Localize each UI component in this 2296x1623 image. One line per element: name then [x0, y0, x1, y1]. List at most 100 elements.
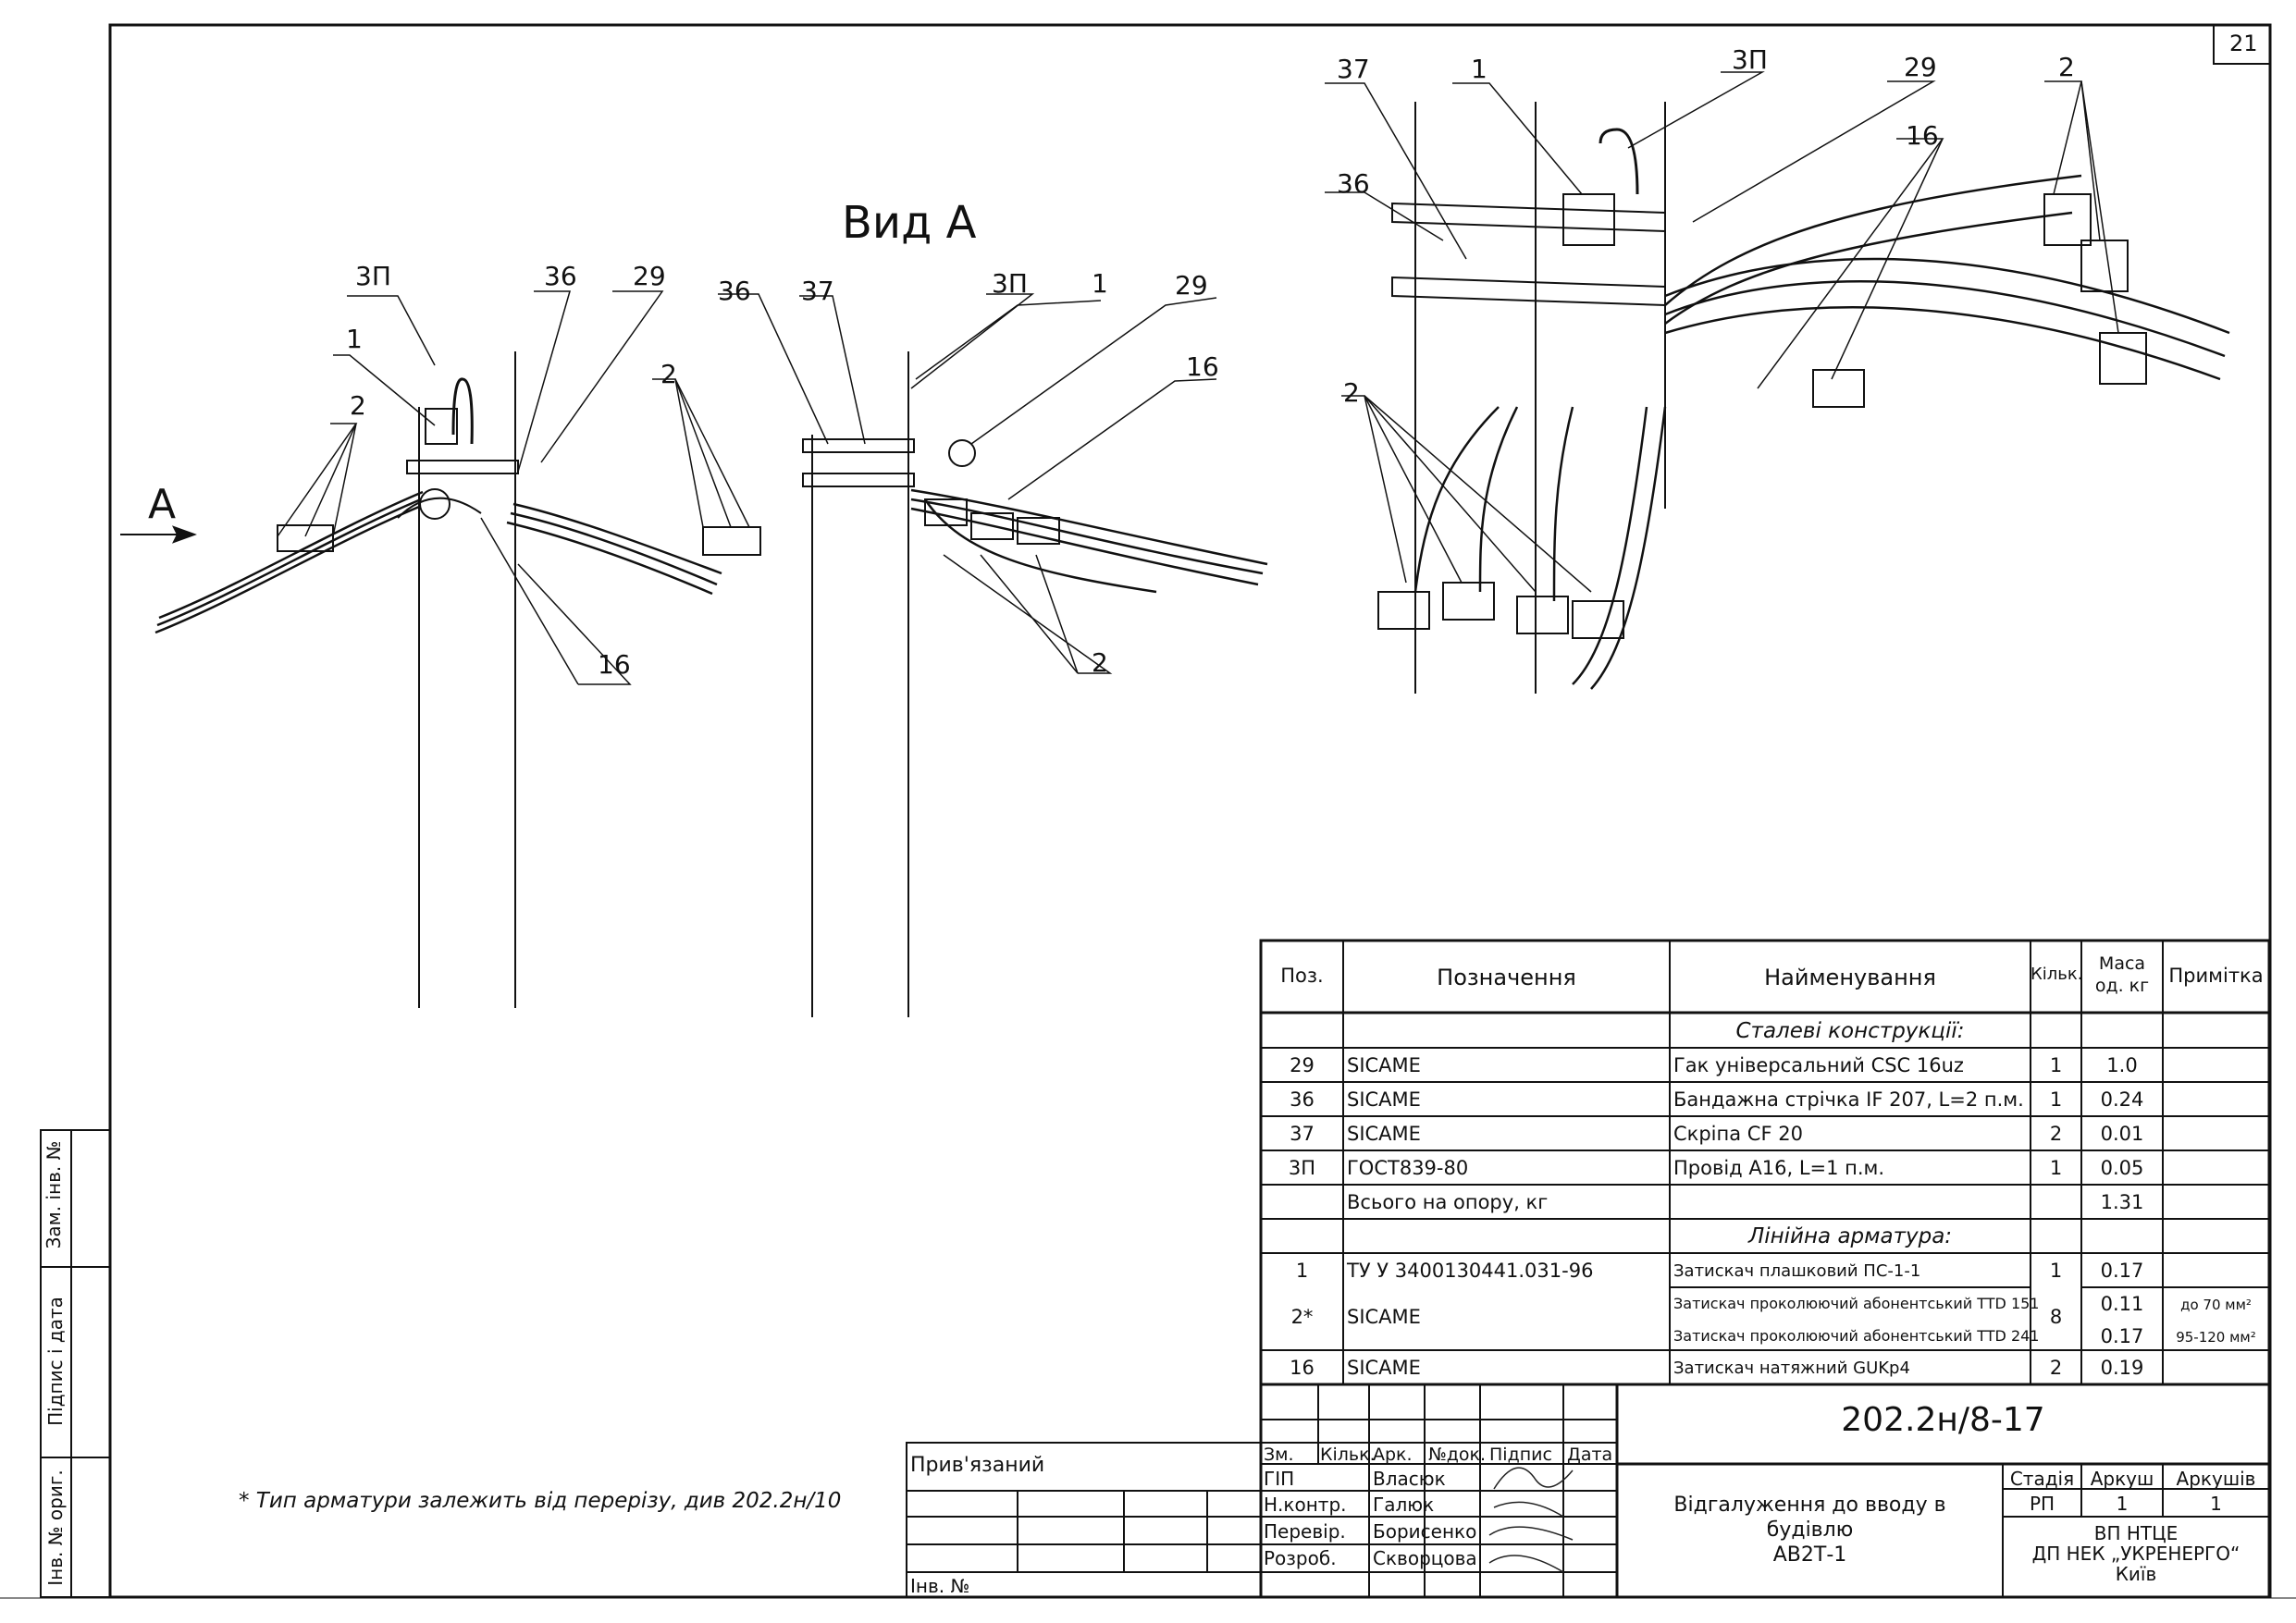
header-note: Примітка — [2168, 965, 2264, 987]
tb-sheet-label: Аркуш — [2090, 1468, 2154, 1490]
tb-col-zm: Зм. — [1264, 1445, 1294, 1465]
row-36-mass: 0.24 — [2100, 1088, 2144, 1111]
arrow-label: А — [148, 481, 177, 528]
tb-col-kilk: Кільк. — [1320, 1445, 1376, 1465]
tb-name-rozrob: Скворцова — [1373, 1547, 1477, 1569]
side-stamp-inv-orig: Інв. № ориг. — [44, 1469, 67, 1586]
tb-description-3: АВ2Т-1 — [1772, 1543, 1847, 1567]
view-title: Вид А — [842, 197, 977, 249]
tb-name-perevir: Борисенко — [1373, 1520, 1477, 1543]
row-2-qty: 8 — [2049, 1306, 2063, 1328]
row-2-name-b: Затискач проколюючий абонентський TTD 24… — [1673, 1327, 2040, 1345]
row-3p-mass: 0.05 — [2100, 1157, 2144, 1179]
signatures — [1488, 1467, 1574, 1573]
callout-right-3p: 3П — [1732, 44, 1768, 75]
row-29-designation: SICAME — [1347, 1054, 1421, 1076]
callout-mid-29: 29 — [1175, 270, 1208, 301]
callout-left-1: 1 — [346, 324, 363, 354]
side-stamp-pidpys: Підпис і дата — [44, 1297, 67, 1426]
row-29-pos: 29 — [1290, 1054, 1315, 1076]
row-1-designation: ТУ У 3400130441.031-96 — [1347, 1260, 1594, 1282]
tb-col-data: Дата — [1567, 1445, 1613, 1465]
tb-role-perevir: Перевір. — [1264, 1520, 1346, 1543]
tb-sheet: 1 — [2116, 1493, 2129, 1515]
tb-description-1: Відгалуження до вводу в — [1673, 1494, 1946, 1517]
row-16-pos: 16 — [1290, 1357, 1315, 1379]
row-2-name-a: Затискач проколюючий абонентський TTD 15… — [1673, 1295, 2040, 1312]
drawing-frame — [108, 23, 2272, 1599]
row-1-pos: 1 — [1295, 1260, 1309, 1282]
row-3p-name: Провід А16, L=1 п.м. — [1673, 1157, 1885, 1179]
row-3p-pos: 3П — [1288, 1157, 1316, 1179]
row-16-name: Затискач натяжний GUKp4 — [1673, 1359, 1910, 1378]
header-qty: Кільк. — [2031, 965, 2083, 984]
row-2-mass-a: 0.11 — [2100, 1293, 2144, 1315]
row-29-mass: 1.0 — [2106, 1054, 2138, 1076]
row-1-name: Затискач плашковий ПС-1-1 — [1673, 1261, 1921, 1281]
callout-left-36: 36 — [544, 261, 577, 291]
row-16-qty: 2 — [2049, 1357, 2063, 1379]
callout-left-29: 29 — [633, 261, 666, 291]
tb-org-1: ВП НТЦЕ — [2093, 1522, 2179, 1544]
tb-name-gip: Власюк — [1373, 1468, 1446, 1490]
page-number: 21 — [2229, 31, 2258, 56]
tb-description-2: будівлю — [1766, 1518, 1854, 1542]
inv-label: Інв. № — [910, 1575, 970, 1597]
callout-mid-1: 1 — [1092, 268, 1108, 299]
callout-right-36: 36 — [1337, 168, 1370, 199]
row-37-mass: 0.01 — [2100, 1123, 2144, 1145]
callout-left-2a: 2 — [350, 390, 366, 421]
callout-mid-2: 2 — [1092, 647, 1108, 678]
left-assembly-drawing — [120, 351, 761, 1008]
tb-col-ark: Арк. — [1373, 1445, 1413, 1465]
row-16-mass: 0.19 — [2100, 1357, 2144, 1379]
callout-leaders — [277, 71, 2119, 685]
header-name: Найменування — [1764, 965, 1936, 990]
callout-mid-3p: 3П — [992, 268, 1028, 299]
side-stamp — [40, 1129, 111, 1598]
tb-col-ndok: №док. — [1428, 1445, 1487, 1465]
row-1-mass: 0.17 — [2100, 1260, 2144, 1282]
row-37-designation: SICAME — [1347, 1123, 1421, 1145]
callout-right-37: 37 — [1337, 54, 1370, 84]
header-mass: Маса од. кг — [2094, 953, 2150, 996]
title-block-grid — [906, 1383, 2271, 1599]
right-isometric-drawing — [1377, 102, 2230, 694]
callout-mid-36: 36 — [718, 276, 751, 306]
row-29-name: Гак універсальний CSC 16uz — [1673, 1054, 1964, 1076]
page-number-box — [2213, 24, 2271, 65]
row-3p-qty: 1 — [2049, 1157, 2063, 1179]
row-36-name: Бандажна стрічка IF 207, L=2 п.м. — [1673, 1088, 2024, 1111]
header-pos: Поз. — [1280, 965, 1324, 987]
callout-left-2b: 2 — [660, 359, 677, 389]
row-1-qty: 1 — [2049, 1260, 2063, 1282]
row-2-pos: 2* — [1290, 1306, 1314, 1328]
tb-org-2: ДП НЕК „УКРЕНЕРГО“ — [2031, 1543, 2240, 1565]
row-37-name: Скріпа CF 20 — [1673, 1123, 1803, 1145]
footnote: * Тип арматури залежить від перерізу, ди… — [239, 1489, 842, 1513]
callout-right-2b: 2 — [1343, 377, 1360, 408]
row-3p-designation: ГОСТ839-80 — [1347, 1157, 1469, 1179]
tb-col-pidpys: Підпис — [1489, 1445, 1552, 1465]
callout-right-29: 29 — [1904, 52, 1937, 82]
tb-sheets: 1 — [2210, 1493, 2222, 1515]
tb-org-3: Київ — [2115, 1563, 2157, 1585]
row-29-qty: 1 — [2049, 1054, 2063, 1076]
tb-name-nkontr: Галюк — [1373, 1494, 1435, 1516]
callout-mid-16: 16 — [1186, 351, 1219, 382]
row-36-pos: 36 — [1290, 1088, 1315, 1111]
row-2-note-b: 95-120 мм² — [2176, 1329, 2256, 1346]
section-steel: Сталеві конструкції: — [1735, 1019, 1965, 1043]
middle-assembly-drawing — [802, 351, 1268, 1017]
row-16-designation: SICAME — [1347, 1357, 1421, 1379]
side-stamp-zam-inv: Зам. інв. № — [43, 1140, 65, 1249]
total-value: 1.31 — [2100, 1191, 2144, 1213]
tb-sheets-label: Аркушів — [2176, 1468, 2256, 1490]
row-37-qty: 2 — [2049, 1123, 2063, 1145]
row-2-note-a: до 70 мм² — [2180, 1297, 2252, 1313]
callout-right-16: 16 — [1906, 120, 1939, 151]
callout-right-2a: 2 — [2058, 52, 2075, 82]
row-2-mass-b: 0.17 — [2100, 1325, 2144, 1347]
tb-stage-label: Стадія — [2009, 1468, 2075, 1490]
